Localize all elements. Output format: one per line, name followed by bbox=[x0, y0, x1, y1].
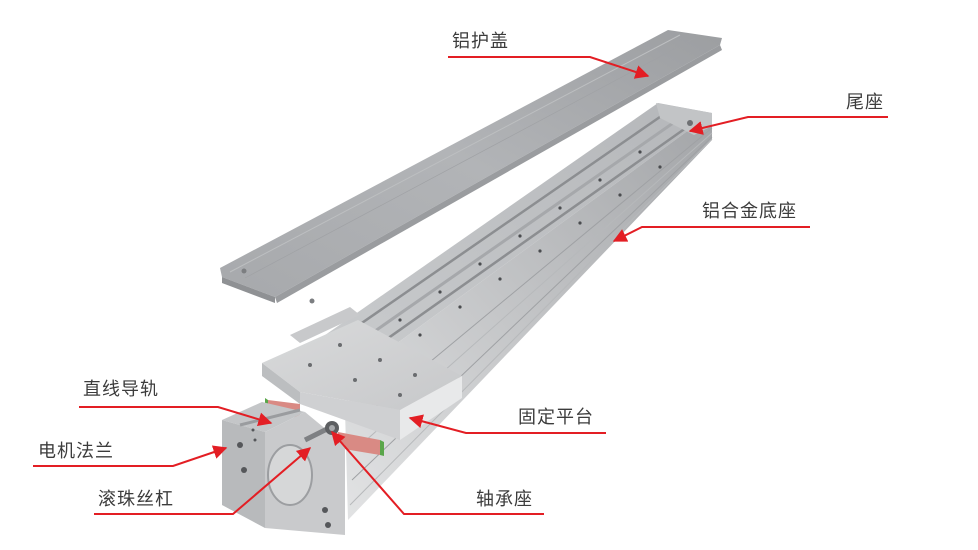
leader-fixed-platform bbox=[408, 414, 606, 434]
leader-lines bbox=[33, 56, 888, 515]
label-fixed-platform: 固定平台 bbox=[518, 407, 594, 428]
label-aluminum-cover: 铝护盖 bbox=[452, 31, 509, 52]
leader-linear-guide bbox=[79, 406, 273, 427]
leader-tail-seat bbox=[688, 116, 888, 135]
label-linear-guide: 直线导轨 bbox=[83, 379, 159, 400]
leader-aluminum-alloy-base bbox=[612, 226, 810, 242]
label-ball-screw: 滚珠丝杠 bbox=[98, 489, 174, 510]
aluminum-cover-part bbox=[220, 30, 722, 304]
leader-motor-flange bbox=[33, 445, 228, 467]
leader-bearing-seat bbox=[331, 430, 544, 515]
label-bearing-seat: 轴承座 bbox=[476, 489, 533, 510]
label-aluminum-alloy-base: 铝合金底座 bbox=[702, 201, 797, 222]
label-motor-flange: 电机法兰 bbox=[38, 441, 114, 462]
label-tail-seat: 尾座 bbox=[846, 92, 884, 113]
leader-ball-screw bbox=[94, 447, 312, 515]
leader-aluminum-cover bbox=[448, 56, 650, 79]
motor-end-assembly bbox=[222, 307, 462, 535]
